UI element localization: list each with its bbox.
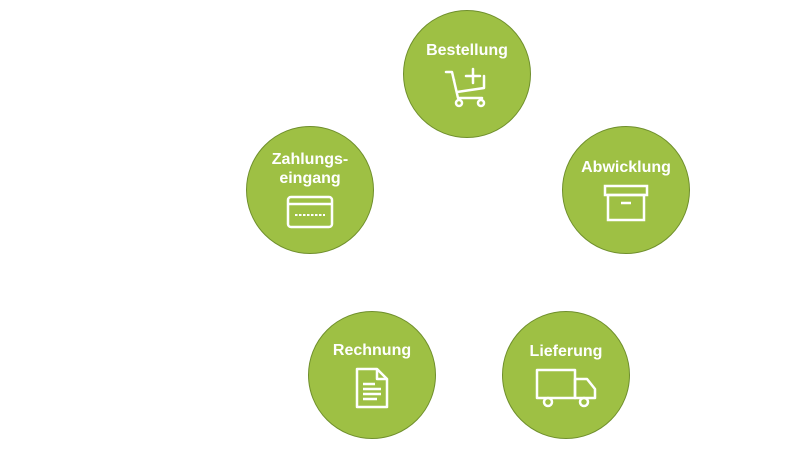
shopping-cart-plus-icon	[444, 66, 490, 108]
box-icon	[602, 183, 650, 223]
node-abwicklung: Abwicklung	[562, 126, 690, 254]
node-label-line2: eingang	[279, 170, 341, 187]
node-label: Lieferung	[529, 342, 603, 360]
node-rechnung: Rechnung	[308, 311, 436, 439]
node-lieferung: Lieferung	[502, 311, 630, 439]
node-label: Rechnung	[332, 341, 412, 359]
credit-card-icon	[285, 194, 335, 230]
delivery-truck-icon	[534, 367, 598, 409]
node-label: Bestellung	[426, 41, 508, 59]
invoice-document-icon	[354, 366, 390, 410]
node-bestellung: Bestellung	[403, 10, 531, 138]
node-label: Abwicklung	[581, 158, 671, 176]
node-zahlungseingang: Zahlungs- eingang	[246, 126, 374, 254]
node-label-line1: Zahlungs-	[271, 151, 349, 168]
node-label: Zahlungs- eingang	[272, 150, 348, 188]
